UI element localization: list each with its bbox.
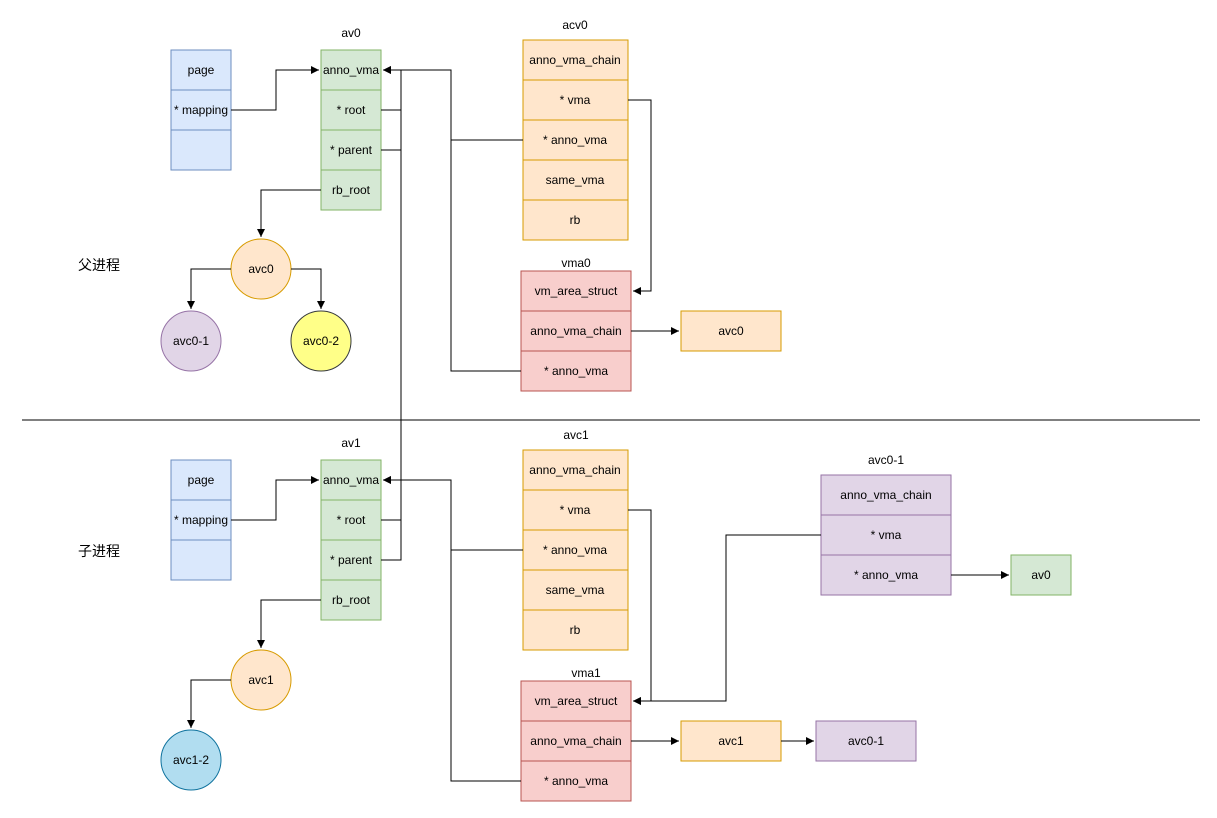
avc0-node[interactable]: avc0 <box>230 238 292 300</box>
page-label: page <box>188 63 215 77</box>
avc0-2-node[interactable]: avc0-2 <box>290 310 352 372</box>
vma0-title: vma0 <box>561 256 591 270</box>
av1-title: av1 <box>341 436 361 450</box>
vma0-chain-avc0-box[interactable]: avc0 <box>680 310 782 352</box>
parent-edges <box>187 66 679 372</box>
avc0-1-title: avc0-1 <box>868 453 904 467</box>
av1-struct[interactable]: av1 anno_vma * root * parent rb_root <box>320 436 382 621</box>
av1-parent-field: * parent <box>330 553 373 567</box>
avc1-chain-field: anno_vma_chain <box>529 463 620 477</box>
vma1-anno-vma-field: * anno_vma <box>544 774 608 788</box>
avc0-1-anno-vma-field: * anno_vma <box>854 568 918 582</box>
edge-avc0-to-avc0-2 <box>291 268 325 309</box>
vma1-chain-avc0-1-label: avc0-1 <box>848 734 884 748</box>
mapping-field: * mapping <box>174 103 228 117</box>
child-process-label: 子进程 <box>78 544 120 560</box>
avc0-1-target-av0-box[interactable]: av0 <box>1010 554 1072 596</box>
avc0-node-label: avc0 <box>248 262 274 276</box>
av0-anno-vma-field: anno_vma <box>323 63 379 77</box>
av0-parent-field: * parent <box>330 143 373 157</box>
av1-root-field: * root <box>337 513 366 527</box>
av0-struct[interactable]: av0 anno_vma * root * parent rb_root <box>320 26 382 211</box>
avc0-1-chain-field: anno_vma_chain <box>840 488 931 502</box>
edge-rb-root-to-avc0 <box>257 189 321 237</box>
avc1-struct[interactable]: avc1 anno_vma_chain * vma * anno_vma sam… <box>522 428 629 651</box>
edge-vma1-anno-vma-to-av1 <box>450 550 521 782</box>
acv0-chain-field: anno_vma_chain <box>529 53 620 67</box>
vma1-chain-avc0-1-box[interactable]: avc0-1 <box>815 720 917 762</box>
edge-av1-root-self <box>381 476 402 521</box>
child-page-struct[interactable]: page * mapping <box>170 459 232 581</box>
page-label: page <box>188 473 215 487</box>
edge-vma0-anno-vma-to-av0 <box>450 140 521 372</box>
avc0-1-node-label: avc0-1 <box>173 334 209 348</box>
vma1-chain-avc1-box[interactable]: avc1 <box>680 720 782 762</box>
avc0-1-vma-field: * vma <box>871 528 902 542</box>
av1-anno-vma-field: anno_vma <box>323 473 379 487</box>
avc0-1-struct[interactable]: avc0-1 anno_vma_chain * vma * anno_vma <box>820 453 952 596</box>
edge-acv0-anno-vma-to-av0 <box>383 66 523 141</box>
avc1-node[interactable]: avc1 <box>230 649 292 711</box>
edge-child-mapping-to-av1 <box>231 476 319 521</box>
acv0-struct[interactable]: acv0 anno_vma_chain * vma * anno_vma sam… <box>522 18 629 241</box>
vma0-anno-vma-field: * anno_vma <box>544 364 608 378</box>
vma1-chain-field: anno_vma_chain <box>530 734 621 748</box>
acv0-vma-field: * vma <box>560 93 591 107</box>
avc1-node-label: avc1 <box>248 673 274 687</box>
mapping-field: * mapping <box>174 513 228 527</box>
child-edges <box>187 70 1009 782</box>
edge-mapping-to-av0 <box>231 66 319 111</box>
edge-av1-rb-root-to-avc1 <box>257 599 321 648</box>
vma0-struct[interactable]: vma0 vm_area_struct anno_vma_chain * ann… <box>520 256 632 392</box>
edge-av1-parent-to-av0 <box>381 480 402 561</box>
acv0-same-vma-field: same_vma <box>546 173 605 187</box>
avc1-anno-vma-field: * anno_vma <box>543 543 607 557</box>
edge-acv0-vma-to-vma0 <box>628 99 652 295</box>
acv0-rb-field: rb <box>570 213 581 227</box>
edge-av0-root-self <box>381 66 402 111</box>
vma1-vm-area-struct: vm_area_struct <box>535 694 618 708</box>
parent-page-struct[interactable]: page * mapping <box>170 49 232 171</box>
edge-avc1-anno-vma-to-av1 <box>383 476 523 551</box>
edge-avc0-1-vma-to-vma1 <box>633 534 821 705</box>
av0-root-field: * root <box>337 103 366 117</box>
avc1-2-node[interactable]: avc1-2 <box>160 729 222 791</box>
vma0-chain-avc0-label: avc0 <box>718 324 744 338</box>
edge-avc1-vma-to-vma1 <box>628 509 652 705</box>
edge-avc0-to-avc0-1 <box>187 268 231 309</box>
avc1-same-vma-field: same_vma <box>546 583 605 597</box>
avc0-1-target-av0-label: av0 <box>1031 568 1051 582</box>
vma1-struct[interactable]: vma1 vm_area_struct anno_vma_chain * ann… <box>520 666 632 802</box>
avc1-rb-field: rb <box>570 623 581 637</box>
acv0-title: acv0 <box>562 18 588 32</box>
avc1-title: avc1 <box>563 428 589 442</box>
vma1-chain-avc1-label: avc1 <box>718 734 744 748</box>
edge-avc1-to-avc1-2 <box>187 679 231 728</box>
av1-rb-root-field: rb_root <box>332 593 371 607</box>
avc0-1-node[interactable]: avc0-1 <box>160 310 222 372</box>
avc1-2-node-label: avc1-2 <box>173 753 209 767</box>
avc1-vma-field: * vma <box>560 503 591 517</box>
av0-rb-root-field: rb_root <box>332 183 371 197</box>
avc0-2-node-label: avc0-2 <box>303 334 339 348</box>
vma0-chain-field: anno_vma_chain <box>530 324 621 338</box>
parent-process-label: 父进程 <box>78 258 120 274</box>
vma0-vm-area-struct: vm_area_struct <box>535 284 618 298</box>
acv0-anno-vma-field: * anno_vma <box>543 133 607 147</box>
av0-title: av0 <box>341 26 361 40</box>
vma1-title: vma1 <box>571 666 601 680</box>
